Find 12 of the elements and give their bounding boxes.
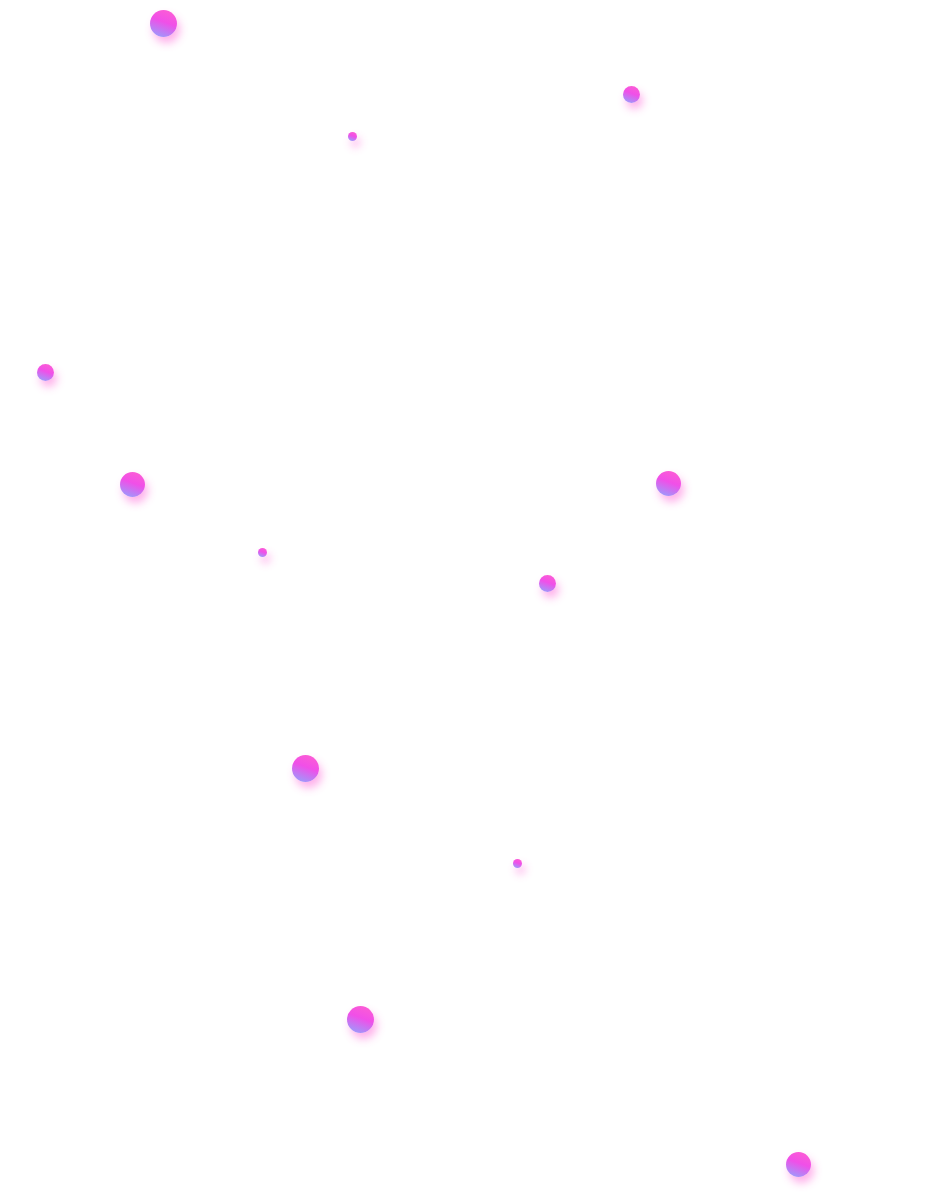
gradient-dot xyxy=(119,471,145,497)
gradient-dot xyxy=(538,574,556,592)
gradient-dot xyxy=(149,9,177,37)
gradient-dot xyxy=(347,131,357,141)
gradient-dot xyxy=(785,1151,811,1177)
gradient-dot xyxy=(36,363,54,381)
gradient-dot xyxy=(257,547,267,557)
gradient-dot xyxy=(291,754,319,782)
gradient-dot xyxy=(512,858,522,868)
gradient-dot xyxy=(346,1005,374,1033)
gradient-dot xyxy=(622,85,640,103)
gradient-dot xyxy=(655,470,681,496)
